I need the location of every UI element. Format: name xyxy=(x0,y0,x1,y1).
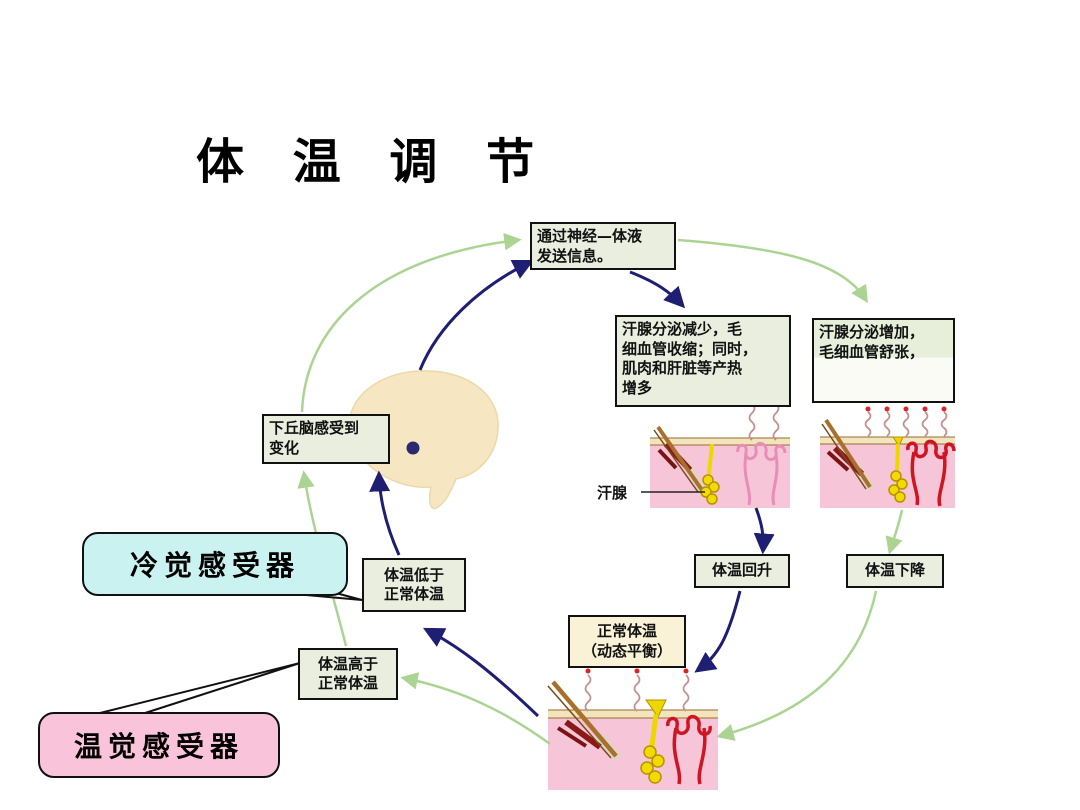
arrow-tempfall-to-normalskin xyxy=(716,590,878,741)
arrow-normalskin-to-belownormal xyxy=(423,627,540,718)
sweat-increase-box: 汗腺分泌增加， 毛细血管舒张， xyxy=(812,318,955,403)
arrow-hypothalamus-to-message xyxy=(300,232,522,413)
normal-temp-box: 正常体温 （动态平衡） xyxy=(568,615,686,668)
message-box: 通过神经—体液 发送信息。 xyxy=(530,222,676,270)
below-normal-box: 体温低于 正常体温 xyxy=(362,558,466,612)
above-normal-box: 体温高于 正常体温 xyxy=(298,648,398,700)
arrow-belownormal-to-brain xyxy=(369,470,401,556)
arrow-coldskin-to-temprise xyxy=(753,507,775,555)
temp-fall-box: 体温下降 xyxy=(846,554,944,588)
arrow-message-to-decrease xyxy=(629,270,686,309)
hypothalamus-box: 下丘脑感受到 变化 xyxy=(262,414,390,464)
skin-section-hot xyxy=(820,406,956,508)
arrow-temprise-to-normalskin xyxy=(694,590,742,673)
sweat-decrease-box: 汗腺分泌减少，毛 细血管收缩；同时， 肌肉和肝脏等产热 增多 xyxy=(615,315,791,407)
temp-rise-box: 体温回升 xyxy=(694,554,790,588)
arrow-message-to-increase xyxy=(677,238,869,304)
skin-section-normal xyxy=(547,668,718,790)
arrow-hotskin-to-tempfall xyxy=(885,509,904,555)
warm-receptor-callout: 温觉感受器 xyxy=(38,712,280,778)
cold-receptor-callout: 冷觉感受器 xyxy=(82,532,348,596)
warm-callout-tail xyxy=(95,662,301,715)
skin-section-cold xyxy=(641,397,790,508)
navy-arrows xyxy=(369,259,775,718)
slide-title: 体 温 调 节 xyxy=(196,134,551,190)
sweat-gland-label: 汗腺 xyxy=(597,484,628,502)
hypothalamus-dot xyxy=(406,441,420,455)
arrow-normalskin-to-abovenormal xyxy=(400,672,551,746)
arrow-brain-to-message xyxy=(418,259,535,371)
